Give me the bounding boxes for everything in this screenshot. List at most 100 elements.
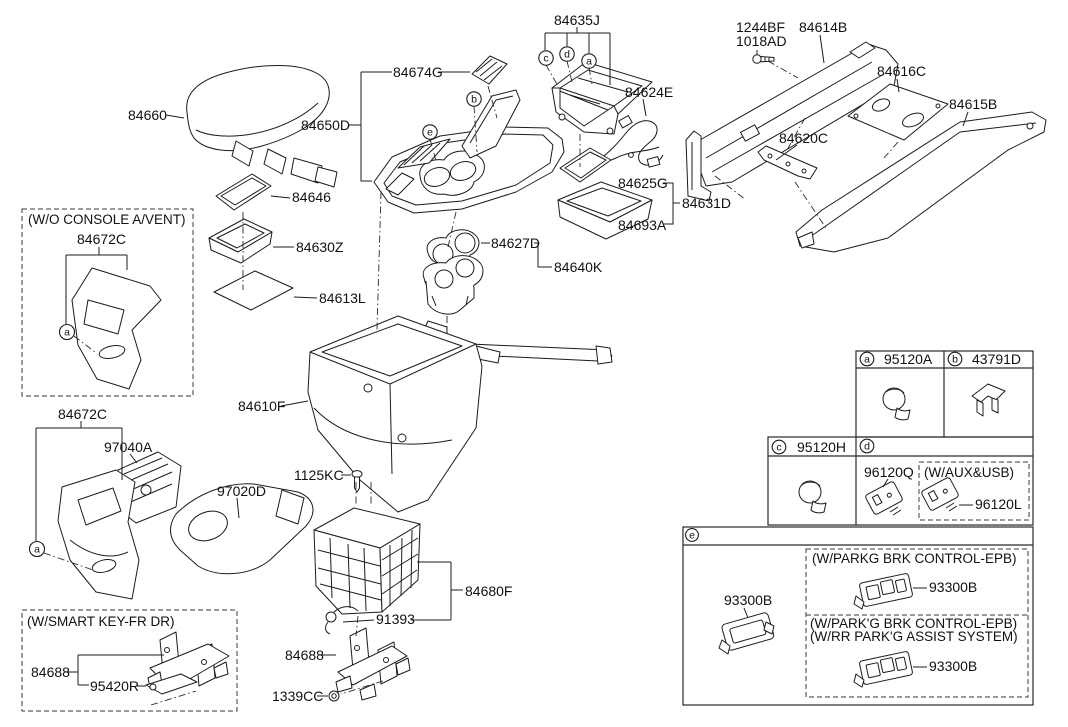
caption-aux-usb: (W/AUX&USB) [924, 465, 1014, 480]
mat-84613L-part [213, 270, 294, 311]
callout-a-letter: a [34, 544, 40, 556]
projection-lines [43, 60, 899, 706]
legend-callout-e[interactable]: e [685, 528, 699, 542]
label-84646[interactable]: 84646 [292, 189, 331, 205]
label-1339CC[interactable]: 1339CC [272, 688, 323, 704]
callout-c-top[interactable]: c [538, 50, 554, 66]
label-84616C[interactable]: 84616C [877, 63, 926, 79]
legend-callout-a[interactable]: a [859, 351, 875, 367]
legend-callout-b[interactable]: b [947, 351, 963, 367]
side-cover-84672C-main-part [57, 469, 140, 600]
bracket-84620C-part [757, 145, 818, 180]
caption-smart-key: (W/SMART KEY-FR DR) [27, 614, 175, 629]
callout-a-main[interactable]: a [28, 540, 46, 558]
switch-96120L-icon [921, 477, 959, 512]
label-84624E[interactable]: 84624E [625, 84, 673, 100]
switch-93300B-epb-icon [853, 573, 913, 610]
callout-c-letter: c [543, 53, 548, 65]
unit-93300B-left-icon [718, 612, 775, 655]
label-84672C-main[interactable]: 84672C [58, 406, 107, 422]
label-84640K[interactable]: 84640K [554, 259, 603, 275]
callout-a-letter: a [864, 354, 870, 366]
label-84627D[interactable]: 84627D [491, 235, 540, 251]
cupholder-84640K-part [422, 255, 484, 315]
label-95120H[interactable]: 95120H [797, 439, 846, 455]
label-96120Q[interactable]: 96120Q [864, 464, 914, 480]
callout-circles: c d a b e a a a b c d e [28, 46, 963, 558]
plate-95420R-part [145, 673, 198, 695]
label-84693A[interactable]: 84693A [618, 217, 667, 233]
label-84625G[interactable]: 84625G [618, 175, 668, 191]
clip-43791D-icon [971, 383, 1006, 417]
caption-epb1: (W/PARKG BRK CONTROL-EPB) [812, 551, 1017, 566]
label-84615B[interactable]: 84615B [949, 96, 997, 112]
label-95420R[interactable]: 95420R [90, 678, 139, 694]
mat-84646-part [215, 173, 272, 211]
label-84680F[interactable]: 84680F [465, 583, 512, 599]
label-97040A[interactable]: 97040A [104, 439, 153, 455]
label-84635J[interactable]: 84635J [554, 12, 600, 28]
label-96120L[interactable]: 96120L [975, 496, 1022, 512]
label-93300B-left[interactable]: 93300B [724, 592, 772, 608]
label-84630Z[interactable]: 84630Z [296, 239, 344, 255]
tray-84693A-part [557, 181, 653, 240]
label-84614B[interactable]: 84614B [799, 19, 847, 35]
console-body-84610F-part [307, 315, 613, 513]
label-43791D[interactable]: 43791D [972, 351, 1021, 367]
callout-e-letter: e [689, 530, 695, 542]
tray-84630Z-part [208, 218, 273, 264]
label-84688-smart[interactable]: 84688 [31, 664, 70, 680]
callout-e-panel[interactable]: e [422, 124, 438, 140]
legend-row2-box [767, 436, 1034, 526]
legend-callout-c[interactable]: c [771, 439, 787, 455]
label-84674G[interactable]: 84674G [393, 64, 443, 80]
label-97020D[interactable]: 97020D [217, 483, 266, 499]
label-84672C-novent[interactable]: 84672C [77, 231, 126, 247]
callout-c-letter: c [776, 442, 781, 454]
callout-b-panel[interactable]: b [466, 91, 482, 107]
label-1244BF[interactable]: 1244BF [736, 19, 785, 35]
callout-d-letter: d [564, 49, 570, 61]
switch-93300B-epb-rr-icon [853, 651, 913, 688]
label-95120A[interactable]: 95120A [884, 351, 933, 367]
label-84613L[interactable]: 84613L [319, 290, 366, 306]
nut-1339CC-part [328, 690, 340, 702]
label-84620C[interactable]: 84620C [779, 130, 828, 146]
label-1125KC[interactable]: 1125KC [294, 467, 344, 483]
knob-95120H-icon [798, 480, 827, 514]
wiring-91393-part [325, 606, 359, 635]
label-93300B-epb[interactable]: 93300B [929, 579, 977, 595]
epb-box [805, 548, 1029, 698]
aux-usb-box [918, 461, 1030, 521]
callout-e-letter: e [427, 127, 433, 139]
callout-a-novent[interactable]: a [58, 323, 76, 341]
label-84610F[interactable]: 84610F [238, 398, 285, 414]
label-84650D[interactable]: 84650D [301, 117, 350, 133]
label-84688-main[interactable]: 84688 [285, 647, 324, 663]
legend-callout-d[interactable]: d [859, 438, 875, 454]
bracket-84688-main-part [335, 627, 411, 701]
shift-boot-pad-84674G-part [471, 55, 508, 85]
label-1018AD[interactable]: 1018AD [736, 33, 787, 49]
callout-e-panel-box [682, 526, 1034, 706]
group-boxes [21, 208, 1034, 712]
duct-97020D-part [170, 483, 314, 575]
callout-d-top[interactable]: d [559, 46, 575, 62]
caption-epb2b: (W/RR PARK'G ASSIST SYSTEM) [810, 629, 1018, 644]
label-93300B-epb-rr[interactable]: 93300B [929, 658, 977, 674]
callout-a-letter: a [586, 56, 592, 68]
end-bracket-84631D-part [685, 130, 712, 202]
wo-console-avent-box [21, 208, 194, 397]
bolt-1244BF-part [752, 54, 775, 64]
part-labels: 84635J 84674G 84624E 1244BF 1018AD 84614… [27, 12, 1022, 704]
callout-b-letter: b [471, 94, 477, 106]
screw-1125KC-part [351, 470, 363, 493]
callout-a-top[interactable]: a [581, 53, 597, 69]
label-91393[interactable]: 91393 [376, 611, 415, 627]
label-84660[interactable]: 84660 [128, 107, 167, 123]
label-84631D[interactable]: 84631D [682, 195, 731, 211]
side-cover-84672C-novent-part [71, 267, 162, 390]
knob-95120A-icon [882, 387, 911, 421]
